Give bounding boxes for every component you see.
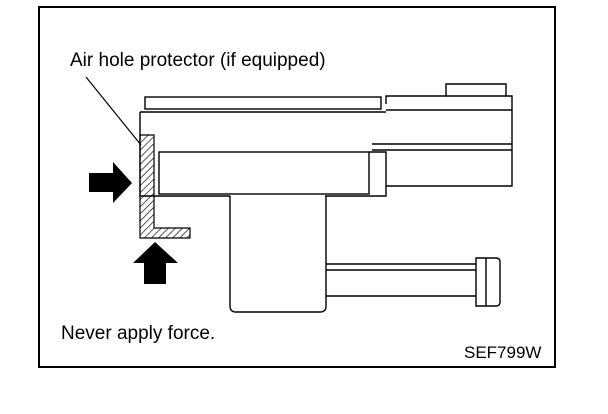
- caption-text: Never apply force.: [61, 323, 216, 344]
- figure-frame: [38, 6, 556, 368]
- air-hole-protector: [139, 134, 191, 239]
- arrow-right-icon: [89, 162, 132, 203]
- figure-code: SEF799W: [464, 343, 542, 362]
- arrow-up-icon: [133, 242, 178, 284]
- valve-body: [139, 83, 513, 313]
- leader-line: [85, 76, 142, 146]
- protector-label: Air hole protector (if equipped): [70, 50, 326, 71]
